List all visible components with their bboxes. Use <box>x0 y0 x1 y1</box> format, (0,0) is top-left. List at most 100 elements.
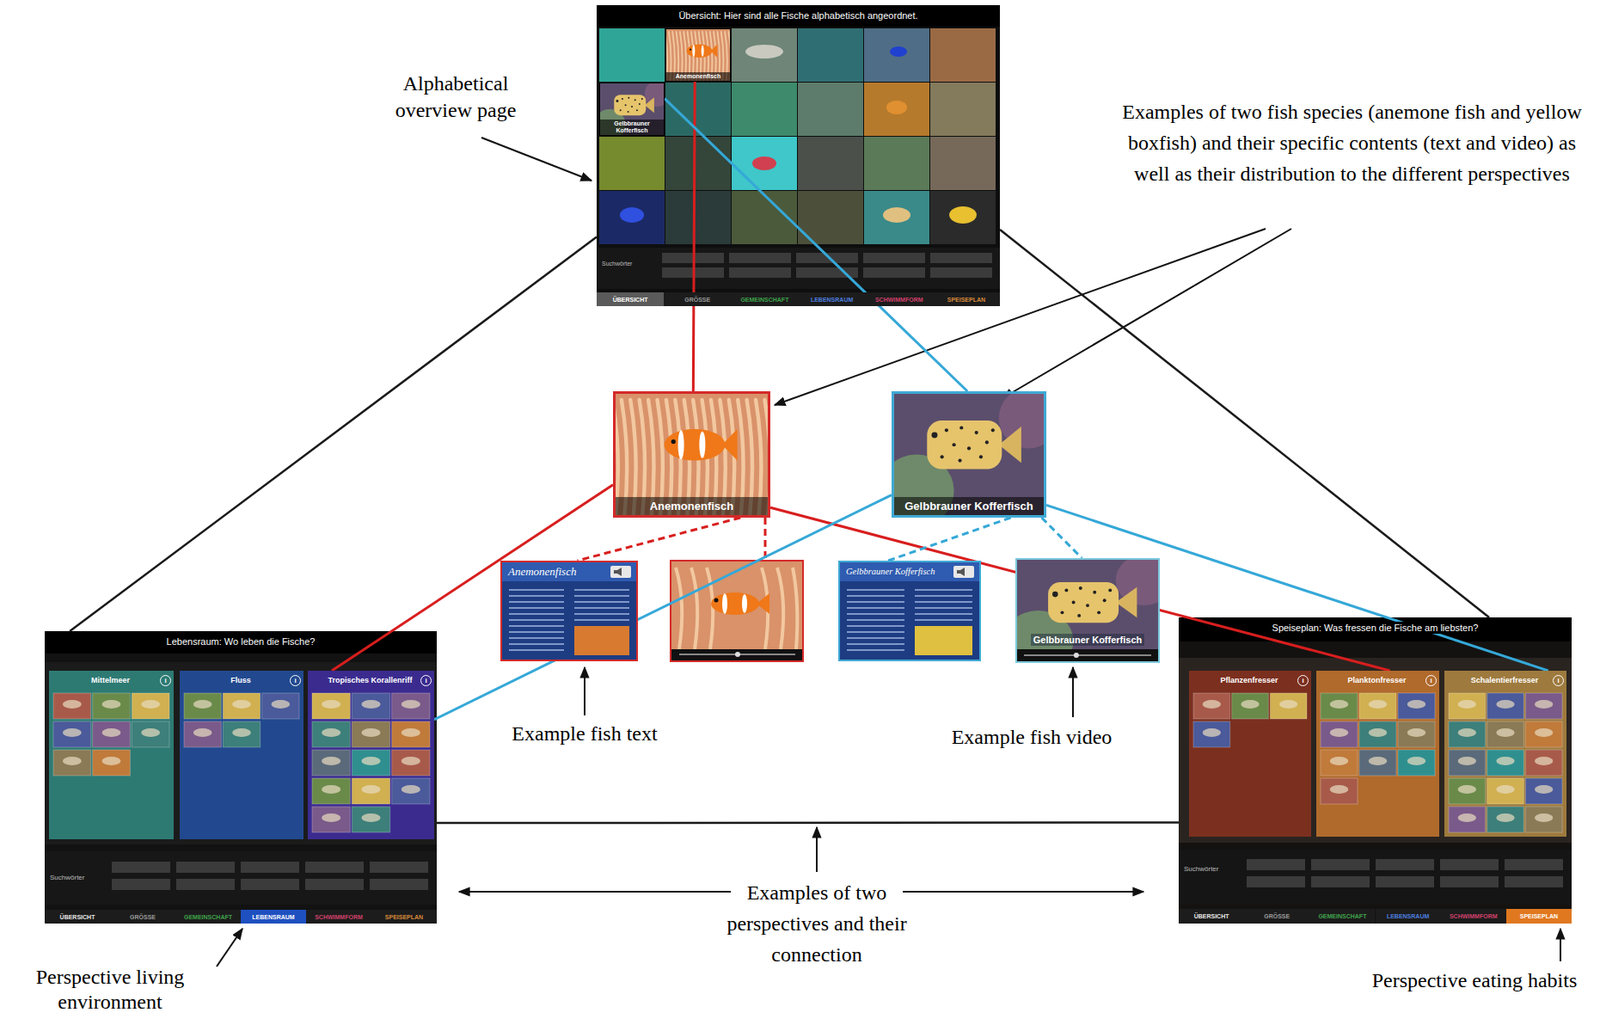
fish-thumbnail: Anemonenfisch <box>665 28 731 82</box>
tab-label: SPEISEPLAN <box>947 296 986 303</box>
link-line <box>664 98 968 392</box>
nav-tab: SCHWIMMFORM <box>865 292 933 307</box>
fish-thumbnails <box>49 670 174 840</box>
picture-holder <box>1444 670 1567 837</box>
label-holder: Example fish video <box>919 723 1144 751</box>
info-icon: i <box>1425 674 1437 687</box>
label-holder: Suchwörter <box>1183 864 1243 874</box>
dashed-link <box>764 517 767 560</box>
annotation-text: Examples of two perspectives and their c… <box>700 876 933 970</box>
screen-title: Übersicht: Hier sind alle Fische alphabe… <box>674 9 922 22</box>
screen-title: Lebensraum: Wo leben die Fische? <box>162 635 320 648</box>
tab-label: GEMEINSCHAFT <box>1318 913 1367 920</box>
category-panel: iSchalentierfresser <box>1444 670 1567 837</box>
info-icon: i <box>289 674 301 687</box>
fish-text-card: Anemonenfisch <box>500 560 638 662</box>
nav-tab: ÜBERSICHT <box>1178 908 1245 924</box>
fish-picture <box>839 562 980 660</box>
fish-caption: Gelbbrauner Kofferfisch <box>600 119 664 135</box>
label-holder: Suchwörter <box>49 873 109 883</box>
label-holder: Example fish text <box>481 720 688 748</box>
panel-heading: Planktonfresser <box>1316 670 1440 686</box>
annotation-text: Alphabetical overview page <box>369 70 542 124</box>
picture-holder <box>179 670 304 840</box>
fish-picture <box>1017 559 1159 662</box>
fish-caption: Anemonenfisch <box>666 72 730 81</box>
fish-video-card: Gelbbrauner Kofferfisch <box>1015 557 1160 663</box>
screenshot: Speiseplan: Was fressen die Fische am li… <box>1178 617 1572 924</box>
tab-label: LEBENSRAUM <box>1386 913 1429 920</box>
nav-tab: ÜBERSICHT <box>44 909 111 924</box>
panel-heading: Mittelmeer <box>49 670 174 686</box>
tab-label: SCHWIMMFORM <box>1449 913 1498 920</box>
overview-screenshot <box>596 5 1000 307</box>
fish-thumbnails <box>1189 670 1312 837</box>
label-holder: Suchwörter <box>601 260 657 268</box>
nav-tab: SCHWIMMFORM <box>306 909 372 924</box>
info-icon: i <box>420 674 432 687</box>
tab-label: LEBENSRAUM <box>251 913 295 920</box>
tab-label: LEBENSRAUM <box>810 296 853 303</box>
panel-heading: Pflanzenfresser <box>1189 670 1312 686</box>
tab-label: SPEISEPLAN <box>385 913 423 920</box>
info-icon: i <box>1297 674 1309 687</box>
annotation-text: Examples of two fish species (anemone fi… <box>1117 96 1587 190</box>
tab-label: GEMEINSCHAFT <box>183 913 233 920</box>
panel-heading: Schalentierfresser <box>1444 670 1567 686</box>
fish-image: Gelbbrauner Kofferfisch <box>891 391 1047 518</box>
category-panel: iPflanzenfresser <box>1189 670 1312 837</box>
search-label: Suchwörter <box>49 873 109 883</box>
search-label: Suchwörter <box>1183 864 1243 874</box>
fish-thumbnail: Gelbbrauner Kofferfisch <box>599 82 665 136</box>
picture-holder <box>839 562 980 660</box>
category-panel: iTropisches Korallenriff <box>307 670 435 840</box>
nav-tab: GRÖSSE <box>663 292 731 307</box>
dashed-link <box>1042 517 1083 558</box>
tab-label: GRÖSSE <box>129 913 156 920</box>
picture-holder <box>49 670 174 840</box>
annotation-arrows <box>216 137 1561 967</box>
fish-caption: Gelbbrauner Kofferfisch <box>894 496 1044 515</box>
card-title: Gelbbrauner Kofferfisch <box>845 564 951 579</box>
nav-tab: GEMEINSCHAFT <box>730 292 798 307</box>
nav-tab: LEBENSRAUM <box>1375 908 1441 924</box>
tab-label: SCHWIMMFORM <box>314 913 363 920</box>
nav-tab: SPEISEPLAN <box>1506 908 1572 924</box>
card-title: Anemonenfisch <box>508 564 607 579</box>
tab-label: GRÖSSE <box>684 296 711 303</box>
nav-tab: GEMEINSCHAFT <box>1309 908 1375 924</box>
video-caption: Gelbbrauner Kofferfisch <box>1030 633 1146 646</box>
nav-tab: SPEISEPLAN <box>932 292 1000 307</box>
annotation-text: Example fish video <box>919 723 1144 751</box>
nav-tab: LEBENSRAUM <box>240 909 307 924</box>
nav-tab: GRÖSSE <box>1244 908 1310 924</box>
label-holder: Perspective living environment <box>6 964 214 1015</box>
label-holder: Examples of two fish species (anemone fi… <box>1117 96 1587 190</box>
annotation-text: Perspective living environment <box>6 964 214 1015</box>
annotation-text: Example fish text <box>481 720 688 748</box>
fish-thumbnails <box>1444 670 1567 837</box>
dashed-link <box>888 517 1012 561</box>
tab-label: GEMEINSCHAFT <box>740 296 789 303</box>
label-holder: Alphabetical overview page <box>369 70 542 124</box>
picture-holder <box>1017 559 1159 662</box>
tab-label: SCHWIMMFORM <box>875 296 924 303</box>
search-label: Suchwörter <box>601 260 657 268</box>
screen-title: Speiseplan: Was fressen die Fische am li… <box>1268 621 1484 634</box>
info-icon: i <box>1552 674 1564 687</box>
tab-label: ÜBERSICHT <box>613 296 649 303</box>
picture-holder <box>1189 670 1312 837</box>
label-holder: Perspective eating habits <box>1371 968 1578 994</box>
tab-label: GRÖSSE <box>1263 913 1290 920</box>
picture-holder <box>307 670 435 840</box>
label-holder: Examples of two perspectives and their c… <box>700 876 933 970</box>
tab-label: ÜBERSICHT <box>1194 913 1230 920</box>
eating-habits-screenshot <box>1178 617 1572 924</box>
nav-tab: SPEISEPLAN <box>371 909 437 924</box>
fish-text-card: Gelbbrauner Kofferfisch <box>838 560 981 662</box>
nav-tab: GEMEINSCHAFT <box>175 909 241 924</box>
screenshot: Übersicht: Hier sind alle Fische alphabe… <box>596 5 1000 307</box>
nav-tab: ÜBERSICHT <box>596 292 664 307</box>
tab-label: ÜBERSICHT <box>60 913 96 920</box>
fish-caption: Anemonenfisch <box>615 496 768 515</box>
